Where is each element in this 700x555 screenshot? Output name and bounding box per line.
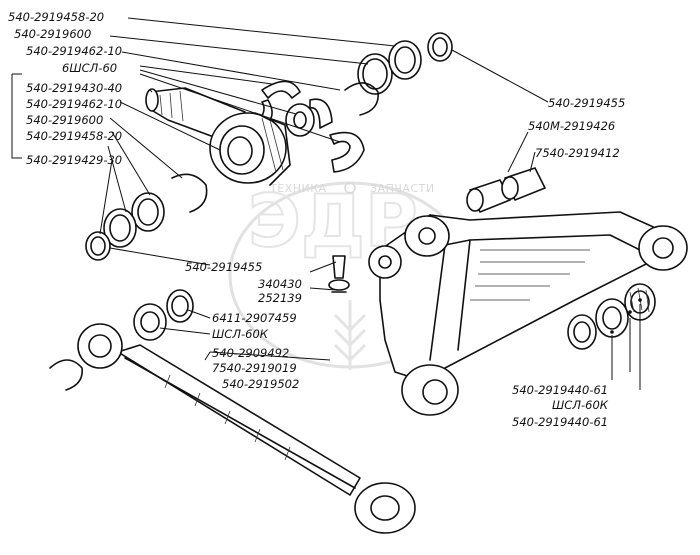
wheat-emblem-icon xyxy=(333,300,367,370)
watermark-left-text: ТЕХНИКА xyxy=(269,182,327,195)
label-540-2919458-20-top: 540-2919458-20 xyxy=(8,10,104,24)
label-540-2919440-61-a: 540-2919440-61 xyxy=(512,383,608,397)
part-labels: 540-2919458-20 540-2919600 540-2919462-1… xyxy=(8,10,625,429)
label-540-2919440-61-b: 540-2919440-61 xyxy=(512,415,608,429)
leader-lines xyxy=(11,17,549,361)
label-340430: 340430 xyxy=(258,277,302,291)
label-7540-2919019: 7540-2919019 xyxy=(212,361,297,375)
label-540-2919502: 540-2919502 xyxy=(222,377,299,391)
label-540m-2919426: 540М-2919426 xyxy=(528,119,615,133)
label-540-2919600-top: 540-2919600 xyxy=(14,27,91,41)
upper-pin-assembly xyxy=(85,32,453,261)
label-540-2919455-mid: 540-2919455 xyxy=(185,260,262,274)
label-540-2919462-10-top: 540-2919462-10 xyxy=(26,44,122,58)
gear-icon xyxy=(344,182,356,194)
label-540-2919430-40: 540-2919430-40 xyxy=(26,81,122,95)
label-6shsl-60: 6ШСЛ-60 xyxy=(62,61,117,75)
label-7540-2919412: 7540-2919412 xyxy=(535,146,620,160)
right-bearing-parts xyxy=(567,283,656,390)
label-540-2919429-30: 540-2919429-30 xyxy=(26,153,122,167)
label-540-2919600-mid: 540-2919600 xyxy=(26,113,103,127)
label-shsl-60k-left: ШСЛ-60К xyxy=(212,327,269,341)
a-frame-arm xyxy=(328,167,688,416)
label-252139: 252139 xyxy=(258,291,302,305)
label-540-2919462-10-mid: 540-2919462-10 xyxy=(26,97,122,111)
label-6411-2907459: 6411-2907459 xyxy=(212,311,297,325)
watermark-right-text: ЗАПЧАСТИ xyxy=(370,182,435,195)
label-540-2909492: 540-2909492 xyxy=(212,346,289,360)
label-540-2919458-20-mid: 540-2919458-20 xyxy=(26,129,122,143)
label-shsl-60k-right: ШСЛ-60К xyxy=(552,398,609,412)
tie-rod xyxy=(49,289,416,534)
label-540-2919455-right: 540-2919455 xyxy=(548,96,625,110)
